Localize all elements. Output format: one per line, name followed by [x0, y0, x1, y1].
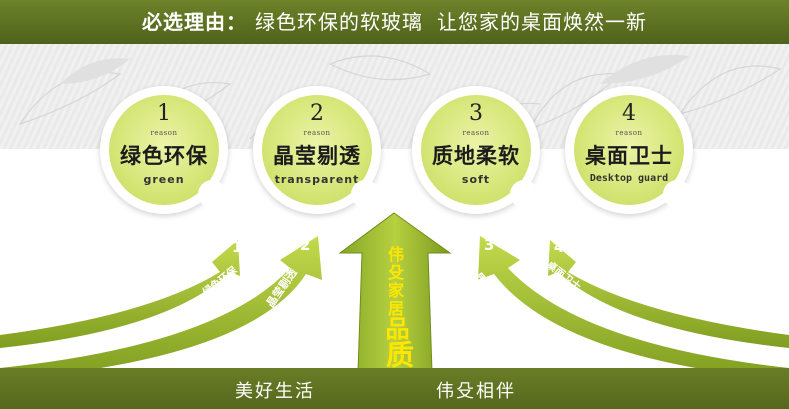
- arrow-number-4: 4: [554, 238, 564, 256]
- banner-rest: 绿色环保的软玻璃: [255, 10, 423, 34]
- bottom-bar: 美好生活 伟殳相伴: [0, 368, 789, 409]
- reason-title: 桌面卫士: [585, 144, 673, 168]
- reason-subtitle: transparent: [274, 173, 360, 186]
- arrow-number-3: 3: [484, 236, 494, 254]
- center-arrow-big-top: 品: [381, 316, 409, 342]
- arrow-3: [478, 236, 789, 380]
- reason-number: 1: [157, 101, 171, 126]
- arrow-number-2: 2: [300, 236, 310, 254]
- center-arrow-text: 伟殳家居: [385, 246, 404, 318]
- center-arrow-big-bottom: 质: [382, 340, 415, 370]
- reason-circle-3: 3 reason 质地柔软 soft: [412, 86, 540, 214]
- reason-circle-2: 2 reason 晶莹剔透 transparent: [253, 86, 381, 214]
- reason-title: 质地柔软: [432, 144, 520, 168]
- reason-title: 绿色环保: [120, 144, 208, 168]
- reason-number: 2: [310, 101, 324, 126]
- circle-notch: [510, 180, 538, 208]
- banner-lead: 必选理由：: [142, 10, 247, 34]
- arrow-4: [548, 240, 789, 348]
- banner-title: 必选理由： 绿色环保的软玻璃让您家的桌面焕然一新: [0, 0, 789, 44]
- reason-label: reason: [303, 129, 331, 137]
- reason-circle-fill: 2 reason 晶莹剔透 transparent: [262, 95, 372, 205]
- circle-notch: [198, 180, 226, 208]
- footer-left-slogan: 美好生活: [235, 381, 315, 402]
- reason-circle-1: 1 reason 绿色环保 green: [100, 86, 228, 214]
- arrow-number-1: 1: [232, 238, 242, 256]
- reason-subtitle: Desktop guard: [589, 173, 669, 184]
- reason-title: 晶莹剔透: [273, 144, 361, 168]
- reason-circle-4: 4 reason 桌面卫士 Desktop guard: [565, 86, 693, 214]
- top-banner: 必选理由： 绿色环保的软玻璃让您家的桌面焕然一新: [0, 0, 789, 44]
- banner-strip: [0, 0, 789, 44]
- circle-notch: [351, 180, 379, 208]
- reason-label: reason: [150, 129, 178, 137]
- arrow-1: [0, 240, 240, 348]
- arrow-2: [0, 236, 322, 380]
- reason-label: reason: [615, 129, 643, 137]
- reason-number: 3: [469, 101, 483, 126]
- reason-subtitle: soft: [461, 173, 491, 186]
- reason-label: reason: [462, 129, 490, 137]
- reason-number: 4: [622, 101, 636, 126]
- footer-right-slogan: 伟殳相伴: [436, 381, 516, 402]
- reason-subtitle: green: [143, 173, 185, 186]
- banner-tail: 让您家的桌面焕然一新: [437, 10, 647, 34]
- circle-notch: [663, 180, 691, 208]
